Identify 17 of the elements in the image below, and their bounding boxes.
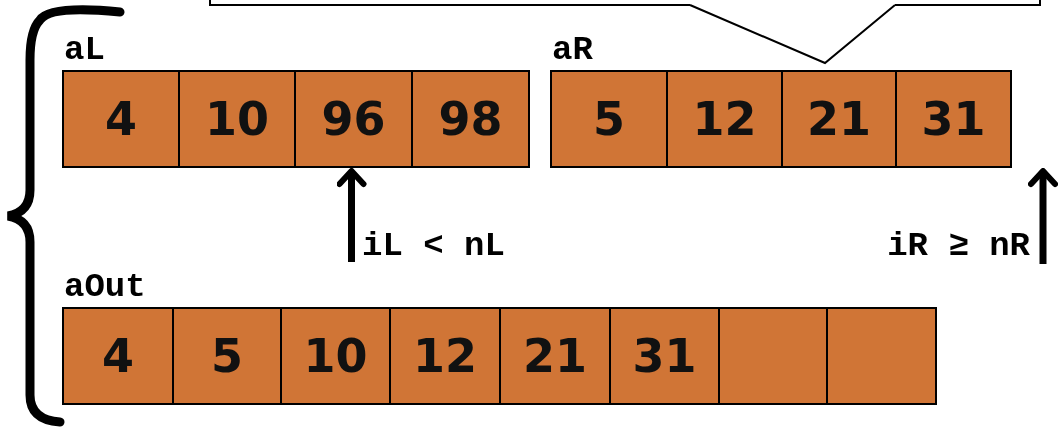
cell-value: 96 xyxy=(321,92,386,146)
cell-value: 21 xyxy=(807,92,871,146)
cell-value: 5 xyxy=(211,329,243,383)
cell-value: 12 xyxy=(413,329,477,383)
cell-value: 21 xyxy=(523,329,587,383)
array-name: aL xyxy=(64,32,105,68)
cell-value: 31 xyxy=(921,92,986,146)
cell-value: 31 xyxy=(632,329,697,383)
cell-value: 12 xyxy=(692,92,757,146)
cell-value: 10 xyxy=(205,92,269,146)
array-name: aOut xyxy=(64,269,146,305)
array-name: aR xyxy=(552,32,593,68)
cell-value: 4 xyxy=(102,329,134,383)
cell-value: 98 xyxy=(438,92,503,146)
cell-value: 5 xyxy=(593,92,625,146)
cell-value: 4 xyxy=(105,92,137,146)
cell-value: 10 xyxy=(303,329,368,383)
